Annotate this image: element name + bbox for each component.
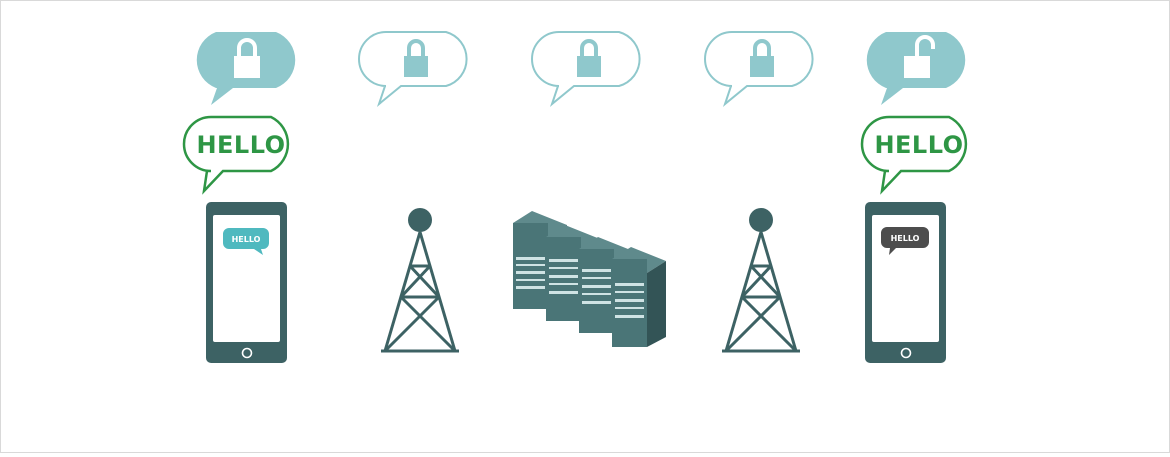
padlock-closed-icon — [234, 38, 260, 78]
padlock-open-icon — [904, 35, 935, 78]
padlock-closed-icon — [577, 39, 601, 77]
phone-screen-message-text: HELLO — [232, 235, 261, 244]
smartphone-icon: HELLO — [206, 202, 287, 363]
hello-bubble-receiver-text: HELLO — [874, 131, 963, 159]
padlock-closed-icon — [750, 39, 774, 77]
lock-bubble-transit-2 — [531, 31, 641, 107]
phone-screen-message-bubble: HELLO — [223, 228, 269, 255]
lock-bubble-receiver — [866, 32, 966, 105]
smartphone-icon: HELLO — [865, 202, 946, 363]
cell-tower-icon — [381, 208, 459, 353]
lock-bubble-transit-1 — [358, 31, 468, 107]
lock-bubble-transit-3 — [704, 31, 814, 107]
hello-bubble-receiver: HELLO — [860, 115, 968, 195]
padlock-closed-icon — [404, 39, 428, 77]
lock-bubble-sender — [196, 32, 296, 105]
phone-screen-message-text: HELLO — [891, 234, 920, 243]
cell-tower-icon — [722, 208, 800, 353]
hello-bubble-sender: HELLO — [182, 115, 290, 195]
phone-screen-message-bubble: HELLO — [881, 227, 929, 255]
server-rack-icon — [612, 247, 666, 347]
hello-bubble-sender-text: HELLO — [196, 131, 285, 159]
